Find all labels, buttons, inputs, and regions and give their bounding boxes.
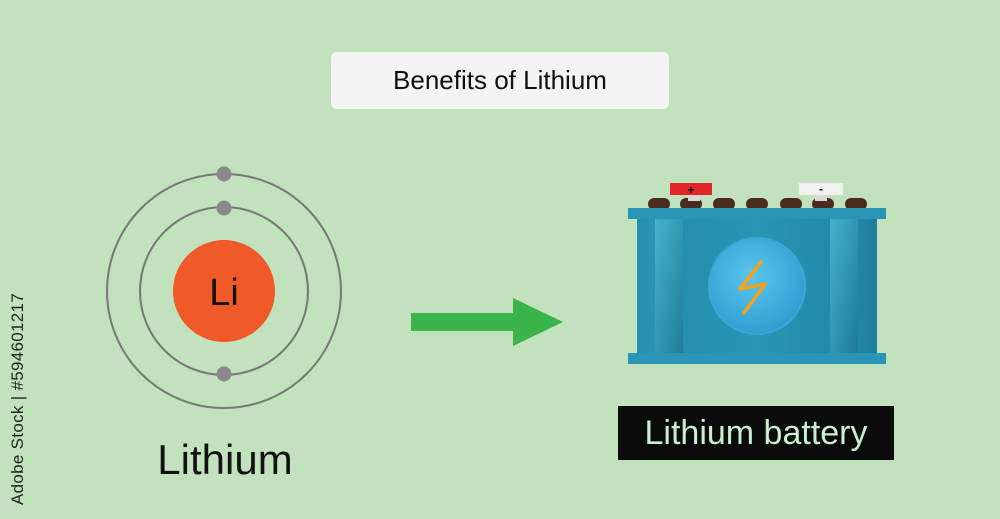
battery-icon: + -: [628, 182, 886, 364]
electron-inner-bottom: [216, 366, 232, 382]
arrow-icon: [411, 298, 563, 346]
nucleus: [173, 240, 275, 342]
battery-label-text: Lithium battery: [644, 413, 868, 452]
minus-terminal-cap: [799, 183, 843, 195]
lithium-atom: Li: [106, 166, 342, 409]
title-text: Benefits of Lithium: [393, 65, 607, 95]
title-box: Benefits of Lithium: [331, 52, 669, 109]
battery-lid: [628, 208, 886, 219]
battery-label: Lithium battery: [618, 406, 894, 460]
element-symbol: Li: [209, 272, 239, 314]
lightning-bolt-icon: [738, 260, 767, 315]
electron-outer-top: [216, 166, 232, 182]
battery-base: [628, 353, 886, 364]
atom-name-label: Lithium: [157, 436, 293, 483]
plus-sign: +: [687, 183, 694, 197]
battery-left-panel: [655, 219, 683, 353]
plus-terminal-cap: [670, 183, 712, 195]
electron-inner-top: [216, 200, 232, 216]
minus-sign: -: [819, 182, 823, 196]
battery-right-panel: [830, 219, 858, 353]
side-credit: Adobe Stock | #594601217: [8, 292, 27, 505]
